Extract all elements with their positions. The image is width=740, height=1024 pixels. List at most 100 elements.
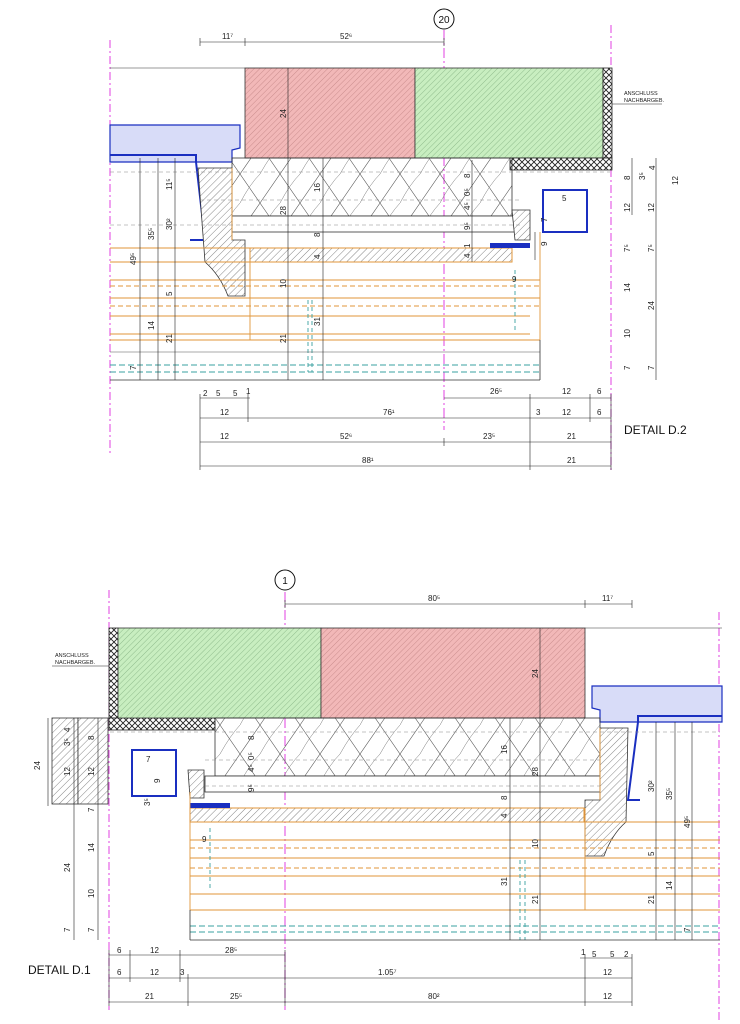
svg-text:3: 3 (536, 408, 541, 417)
svg-text:21: 21 (145, 992, 154, 1001)
svg-text:10: 10 (531, 839, 540, 848)
svg-text:5: 5 (216, 389, 221, 398)
top-dimension: 11⁷ 52⁶ (199, 32, 445, 46)
svg-text:0⁵: 0⁵ (247, 752, 256, 760)
svg-text:9: 9 (512, 275, 517, 284)
svg-text:21: 21 (567, 456, 576, 465)
detail-d1: 1 80⁵ 11⁷ ANSCHLUSS NACHBARGEB. 7 (28, 569, 723, 1020)
svg-text:4⁵: 4⁵ (463, 202, 472, 210)
svg-text:3: 3 (180, 968, 185, 977)
svg-text:26⁵: 26⁵ (490, 387, 502, 396)
svg-text:14: 14 (87, 843, 96, 852)
svg-text:10: 10 (623, 329, 632, 338)
insulation-block-green-d1 (117, 627, 322, 719)
svg-text:5: 5 (592, 950, 597, 959)
svg-text:80⁵: 80⁵ (428, 594, 440, 603)
insulation-block-green (414, 67, 604, 159)
blue-angle-profile (490, 243, 530, 248)
svg-text:49⁵: 49⁵ (683, 816, 692, 828)
svg-text:5: 5 (647, 851, 656, 856)
svg-text:28⁵: 28⁵ (225, 946, 237, 955)
svg-text:9⁵: 9⁵ (247, 784, 256, 792)
svg-text:7: 7 (146, 755, 151, 764)
neighbour-boundary (602, 67, 613, 159)
svg-text:6: 6 (597, 387, 602, 396)
svg-text:3⁵: 3⁵ (638, 172, 647, 180)
svg-text:1: 1 (246, 387, 251, 396)
svg-text:21: 21 (567, 432, 576, 441)
svg-text:10: 10 (87, 889, 96, 898)
window-frame-profile (109, 124, 241, 163)
svg-text:16: 16 (500, 745, 509, 754)
svg-text:8: 8 (313, 232, 322, 237)
svg-text:24: 24 (531, 669, 540, 678)
svg-text:4⁵: 4⁵ (247, 764, 256, 772)
svg-text:7: 7 (87, 807, 96, 812)
thermal-insulation (231, 157, 513, 217)
svg-text:12: 12 (562, 387, 571, 396)
svg-text:12: 12 (562, 408, 571, 417)
neighbour-boundary-strip (509, 157, 613, 171)
svg-text:5: 5 (610, 950, 615, 959)
svg-text:7: 7 (63, 927, 72, 932)
svg-text:3⁵: 3⁵ (143, 798, 152, 806)
vertical-dims (139, 68, 657, 380)
axis-marker-20 (433, 8, 455, 30)
svg-text:8: 8 (623, 175, 632, 180)
svg-text:31: 31 (500, 877, 509, 886)
svg-text:1.05⁷: 1.05⁷ (378, 968, 397, 977)
svg-text:5: 5 (233, 389, 238, 398)
svg-text:1: 1 (581, 948, 586, 957)
svg-text:6: 6 (117, 946, 122, 955)
steel-section-box (542, 189, 588, 233)
teal-layers-d1 (190, 828, 720, 940)
svg-text:12: 12 (603, 992, 612, 1001)
svg-text:35⁵: 35⁵ (147, 228, 156, 240)
svg-text:7: 7 (540, 217, 549, 222)
detail-d2-title: DETAIL D.2 (624, 423, 687, 437)
anschluss-label: ANSCHLUSS (624, 91, 658, 97)
svg-text:2: 2 (624, 950, 629, 959)
svg-text:24: 24 (63, 863, 72, 872)
bottom-dims-d1 (108, 950, 633, 1006)
concrete-corner-d1 (584, 727, 629, 857)
thermal-insulation-d1 (214, 717, 601, 777)
svg-text:23⁵: 23⁵ (483, 432, 495, 441)
svg-text:8: 8 (247, 735, 256, 740)
svg-text:31: 31 (313, 317, 322, 326)
svg-text:4: 4 (63, 727, 72, 732)
svg-text:30²: 30² (647, 780, 656, 792)
svg-text:12: 12 (671, 176, 680, 185)
svg-text:76¹: 76¹ (383, 408, 395, 417)
svg-text:6: 6 (597, 408, 602, 417)
svg-text:14: 14 (623, 283, 632, 292)
svg-text:9: 9 (202, 835, 207, 844)
nachbargeb-label: NACHBARGEB. (624, 98, 665, 104)
orange-ceiling-layers-d1 (189, 728, 720, 911)
svg-text:8: 8 (500, 795, 509, 800)
svg-text:4: 4 (313, 254, 322, 259)
svg-text:21: 21 (279, 334, 288, 343)
axis-label-1: 1 (282, 576, 288, 587)
svg-text:6: 6 (117, 968, 122, 977)
vertical-dims-d1 (47, 628, 693, 940)
svg-text:88¹: 88¹ (362, 456, 374, 465)
svg-text:49⁵: 49⁵ (129, 253, 138, 265)
bottom-dims-d2 (199, 394, 612, 470)
svg-text:5: 5 (165, 291, 174, 296)
svg-text:24: 24 (647, 301, 656, 310)
orange-ceiling-layers (110, 168, 541, 341)
svg-text:28: 28 (531, 767, 540, 776)
svg-text:16: 16 (313, 183, 322, 192)
svg-text:14: 14 (665, 881, 674, 890)
svg-text:10: 10 (279, 279, 288, 288)
svg-text:7: 7 (129, 365, 138, 370)
svg-text:9: 9 (153, 778, 162, 783)
svg-text:21: 21 (165, 334, 174, 343)
top-dim-1: 11⁷ (222, 32, 233, 41)
svg-text:7⁵: 7⁵ (647, 244, 656, 252)
svg-text:52⁶: 52⁶ (340, 432, 352, 441)
teal-layers (110, 270, 540, 373)
svg-text:NACHBARGEB.: NACHBARGEB. (55, 660, 96, 666)
